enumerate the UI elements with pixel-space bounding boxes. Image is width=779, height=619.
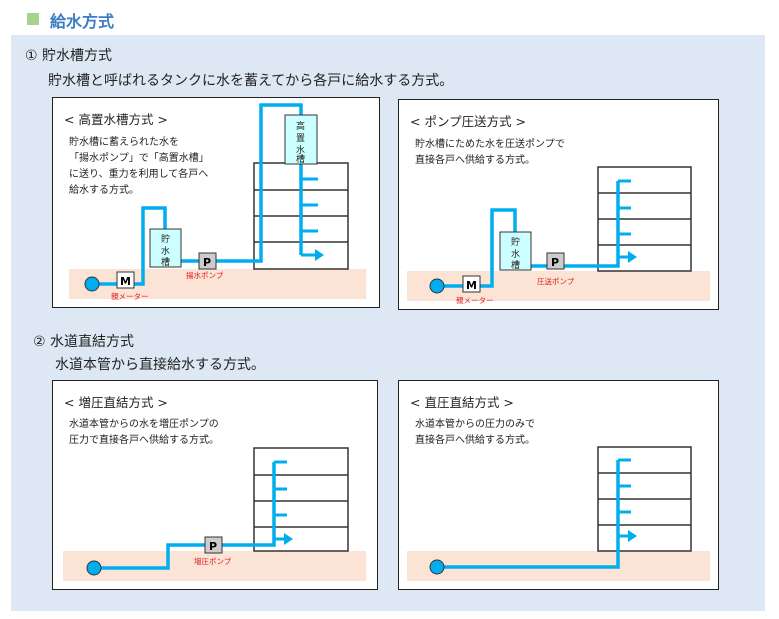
diagram-title: < ポンプ圧送方式 > [410,114,526,129]
pump [204,536,223,554]
desc-line: 水道本管からの水を増圧ポンプの [69,417,219,430]
water-main-icon [86,560,102,576]
pump-label: P [203,256,211,269]
page-title: 給水方式 [50,12,115,31]
tank-char: 槽 [161,256,170,268]
title-marker-icon [27,13,39,25]
tank-char: 高 [296,120,305,132]
desc-line: 水道本管からの圧力のみで [415,417,535,430]
water-main-icon [429,559,445,575]
pump-label: P [551,256,559,269]
tank-char: 置 [296,133,305,144]
pump-caption: 増圧ポンプ [194,556,232,566]
pipe [216,103,303,263]
meter [116,271,135,289]
section-lead-storage: 貯水槽と呼ばれるタンクに水を蓄えてから各戸に給水する方式。 [48,73,454,89]
section-heading-storage: ① 貯水槽方式 [25,48,113,64]
storage-tank [499,231,532,271]
pump [546,252,565,270]
branch-arrows [301,177,318,255]
branch-arrows [618,179,631,257]
meter-caption: 親メーター [111,291,149,301]
tank-char: 貯 [511,237,520,248]
storage-tank [149,228,182,268]
branch-arrows [274,460,287,539]
meter-label: M [120,275,131,288]
desc-line: 給水する方式。 [69,183,139,196]
floor-lines [598,472,691,526]
tank-char: 槽 [511,259,520,271]
section-heading-direct: ② 水道直結方式 [33,334,135,350]
desc-line: 直接各戸へ供給する方式。 [415,433,535,446]
section-lead-direct: 水道本管から直接給水する方式。 [55,357,265,373]
meter-caption: 親メーター [456,295,494,305]
tank-char: 槽 [296,153,305,165]
pump-label: P [209,540,217,553]
branch-arrows [618,458,631,536]
floor-lines [598,192,691,246]
pump [198,252,217,270]
diagram-title: < 増圧直結方式 > [64,395,168,410]
diagram-pump-feed: < ポンプ圧送方式 > 貯水槽にためた水を圧送ポンプで 直接各戸へ供給する方式。… [398,99,719,310]
water-main-icon [84,276,100,292]
meter [462,275,481,293]
diagram-booster: < 増圧直結方式 > 水道本管からの水を増圧ポンプの 圧力で直接各戸へ供給する方… [52,380,378,590]
water-main-icon [429,278,445,294]
desc-line: に送り、重力を利用して各戸へ [69,167,208,180]
desc-line: 直接各戸へ供給する方式。 [415,153,535,166]
diagram-title: < 高置水槽方式 > [64,112,168,127]
tank-char: 水 [296,144,305,156]
tank-char: 水 [511,248,520,260]
pipe [437,460,620,569]
building [253,447,349,552]
pump-caption: 揚水ポンプ [186,270,224,280]
tank-char: 水 [161,245,170,257]
diagram-title: < 直圧直結方式 > [410,395,514,410]
meter-label: M [466,279,477,292]
floor-lines [254,474,348,528]
tank-char: 貯 [161,234,170,245]
roof-tank [284,114,318,165]
desc-line: 「揚水ポンプ」で「高置水槽」 [69,151,209,164]
diagram-high-tank: < 高置水槽方式 > 貯水槽に蓄えられた水を 「揚水ポンプ」で「高置水槽」 に送… [52,97,380,308]
pipe [94,462,276,570]
desc-line: 貯水槽に蓄えられた水を [69,135,179,148]
desc-line: 貯水槽にためた水を圧送ポンプで [415,137,565,150]
desc-line: 圧力で直接各戸へ供給する方式。 [69,433,219,446]
diagram-direct: < 直圧直結方式 > 水道本管からの圧力のみで 直接各戸へ供給する方式。 [398,380,719,590]
pump-caption: 圧送ポンプ [537,276,575,286]
ground [63,551,366,581]
